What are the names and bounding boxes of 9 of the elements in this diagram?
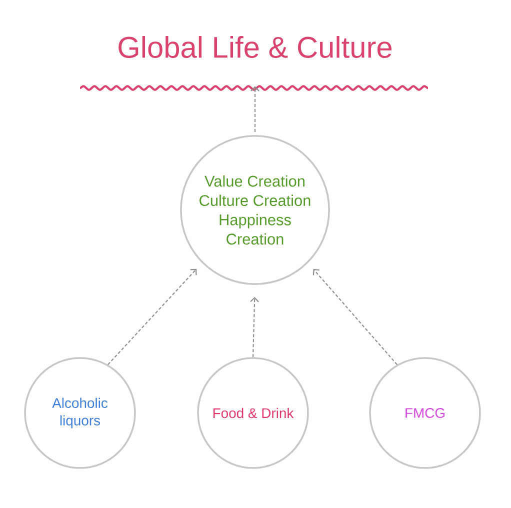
arrow (312, 269, 398, 365)
arrow (250, 296, 259, 358)
circle-node: Value Creation Culture Creation Happiness Creation (180, 135, 330, 285)
circle-node: Alcoholic liquors (24, 357, 136, 469)
arrow (108, 268, 197, 365)
title-text: Global Life & Culture (118, 36, 392, 58)
circle-node: FMCG (369, 357, 481, 469)
circle-node: Food & Drink (197, 357, 309, 469)
arrow (250, 86, 260, 132)
